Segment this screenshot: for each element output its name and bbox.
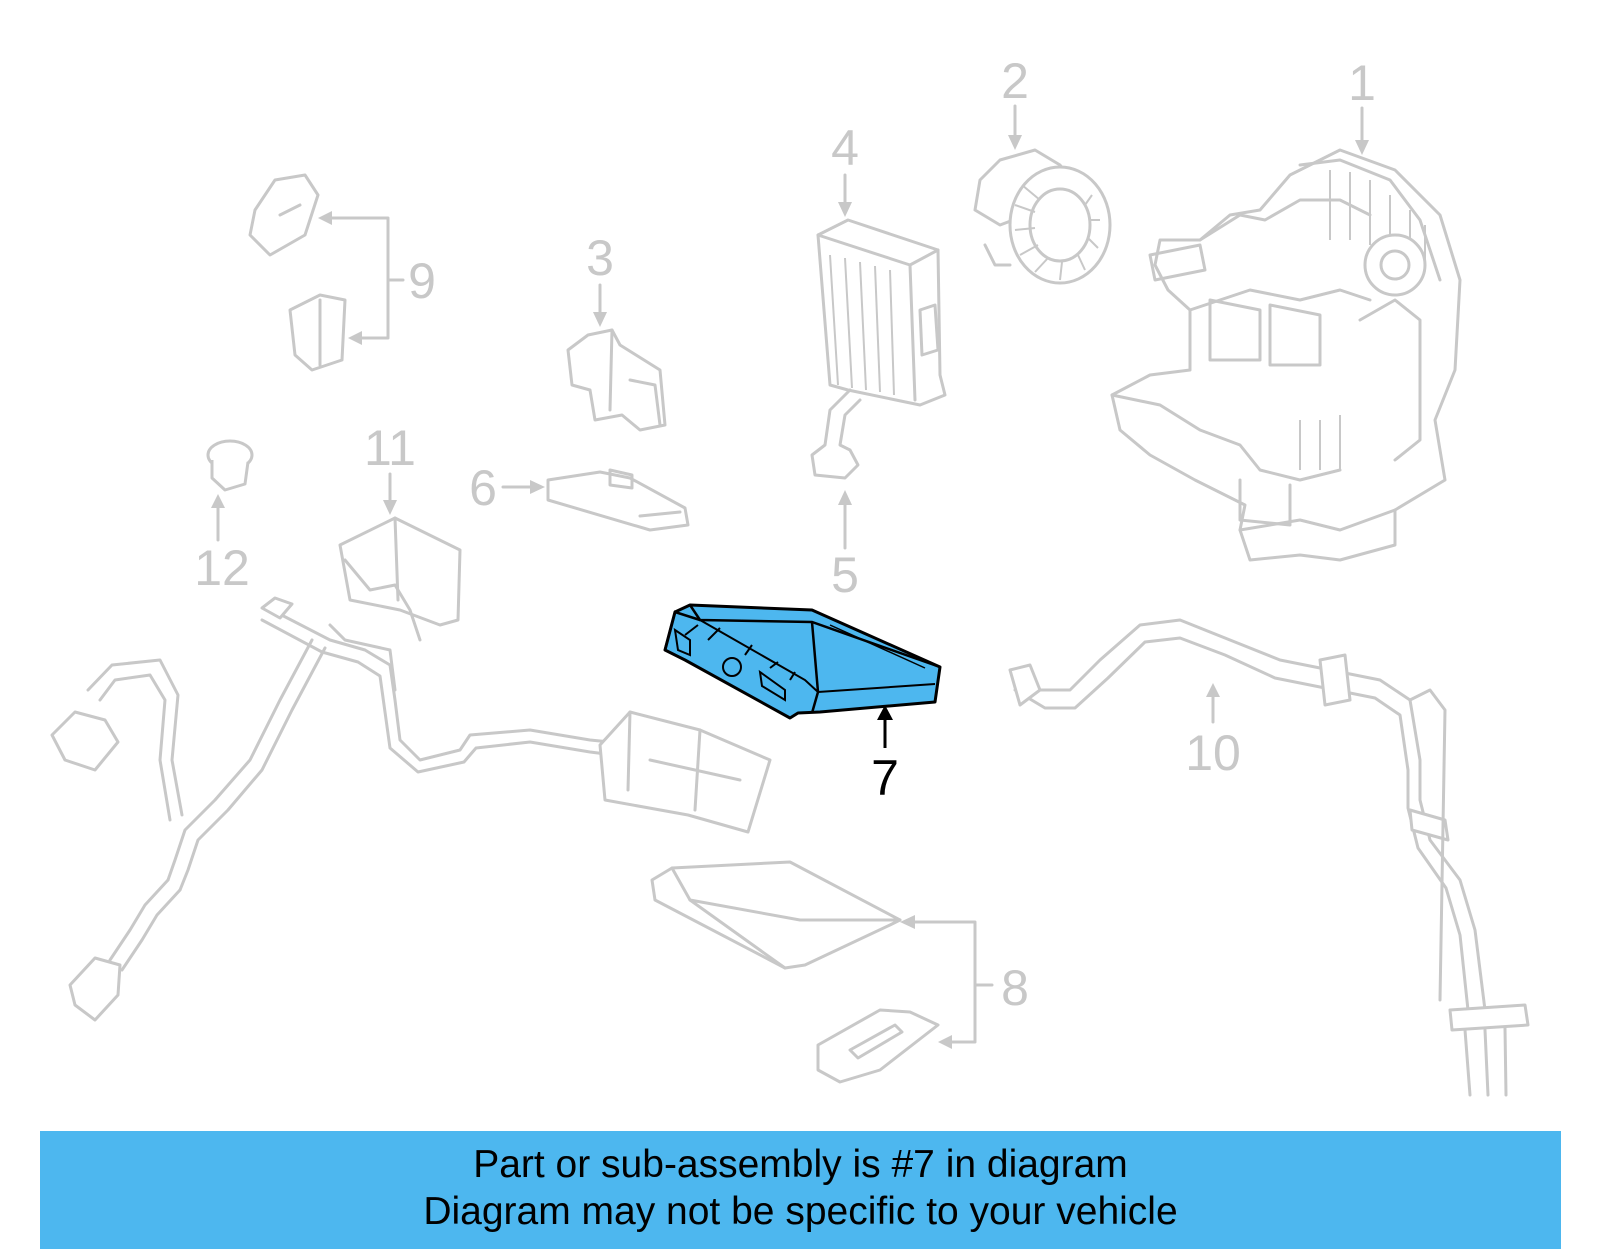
part-12-grommet	[206, 439, 254, 492]
caption-line-1: Part or sub-assembly is #7 in diagram	[473, 1143, 1128, 1186]
part-2-blower-motor	[973, 148, 1112, 285]
callout-8: 8	[900, 915, 1029, 1049]
callout-11: 11	[364, 420, 416, 515]
part-7-highlighted-module	[663, 603, 942, 720]
callout-1: 1	[1348, 55, 1376, 155]
svg-text:1: 1	[1348, 55, 1376, 111]
caption-banner: Part or sub-assembly is #7 in diagram Di…	[40, 1131, 1561, 1249]
part-8-covers	[650, 860, 940, 1084]
svg-text:5: 5	[831, 547, 859, 603]
callout-10: 10	[1185, 683, 1241, 781]
svg-text:11: 11	[364, 420, 416, 476]
callout-4: 4	[831, 120, 859, 217]
svg-text:2: 2	[1001, 53, 1029, 109]
svg-text:7: 7	[871, 750, 899, 806]
callout-2: 2	[1001, 53, 1029, 150]
svg-text:6: 6	[469, 460, 497, 516]
part-9-actuators	[248, 173, 347, 372]
svg-text:10: 10	[1185, 725, 1241, 781]
callout-9: 9	[318, 211, 436, 345]
part-4-evaporator	[810, 218, 947, 480]
caption-line-2: Diagram may not be specific to your vehi…	[423, 1190, 1178, 1233]
callout-6: 6	[469, 460, 545, 516]
svg-text:3: 3	[586, 230, 614, 286]
part-1-hvac-housing	[1110, 148, 1462, 562]
svg-text:8: 8	[1001, 960, 1029, 1016]
part-11-wiring-harness	[50, 516, 772, 1022]
svg-text:4: 4	[831, 120, 859, 176]
callout-12: 12	[194, 494, 250, 596]
part-10-ac-lines	[1008, 618, 1530, 1097]
callout-7: 7	[871, 705, 899, 806]
svg-text:12: 12	[194, 540, 250, 596]
callout-3: 3	[586, 230, 614, 327]
part-6-bracket	[546, 468, 690, 532]
callout-5: 5	[831, 490, 859, 603]
part-3-sensor	[566, 328, 667, 432]
svg-text:9: 9	[408, 253, 436, 309]
